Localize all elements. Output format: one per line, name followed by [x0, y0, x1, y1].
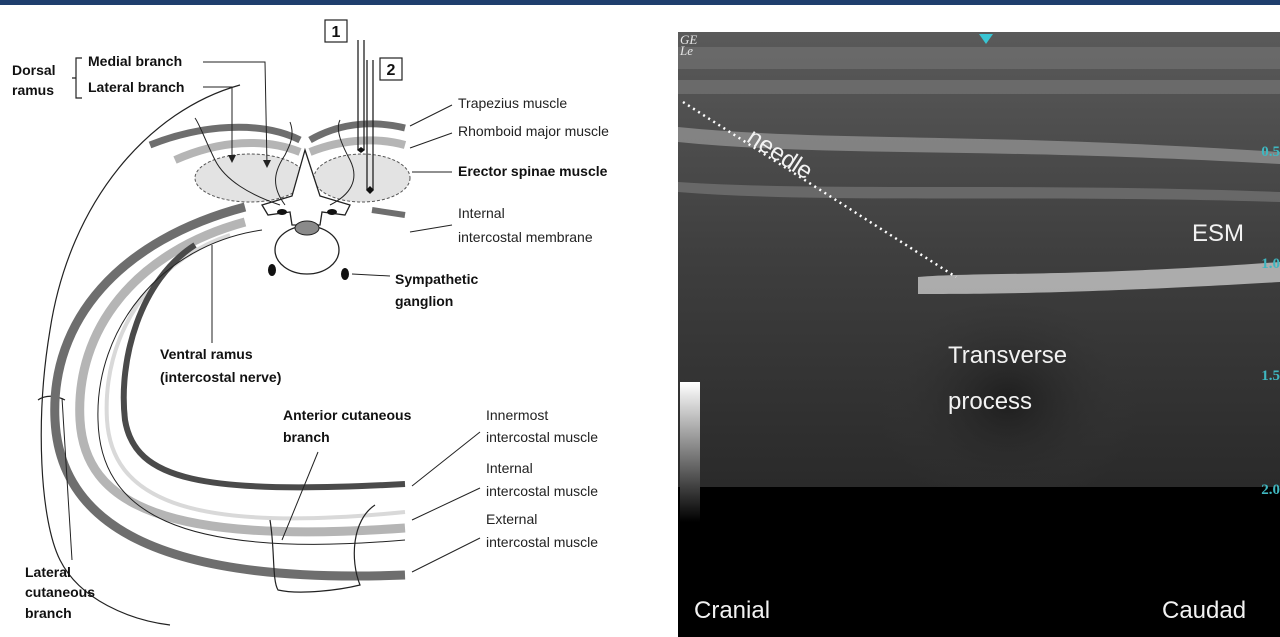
- nerve-root-right: [327, 209, 337, 215]
- sympathetic-leader: [352, 274, 390, 276]
- top-border-right: [655, 0, 1280, 5]
- innermost-intercostal-band: [124, 245, 405, 487]
- anterior-cutaneous-label-1: Anterior cutaneous: [283, 407, 412, 423]
- depth-mark-0-5: 0.5: [1261, 144, 1280, 161]
- sympathetic-ganglion-left: [268, 264, 276, 276]
- dorsal-ramus-label-2: ramus: [12, 82, 54, 98]
- trapezius-leader: [410, 105, 452, 126]
- depth-mark-1-0: 1.0: [1261, 256, 1280, 273]
- ultrasound-image: [678, 32, 1280, 637]
- cranial-label: Cranial: [694, 599, 770, 623]
- gray-scale-bar: [680, 382, 700, 522]
- transverse-process-label-2: process: [948, 390, 1032, 414]
- erector-spinae-right: [314, 154, 410, 202]
- innermost-label-2: intercostal muscle: [486, 429, 598, 445]
- dorsal-ramus-bracket: [72, 58, 82, 98]
- lateral-cutaneous-label-2: cutaneous: [25, 584, 95, 600]
- innermost-label-1: Innermost: [486, 407, 548, 423]
- anterior-cutaneous-leader: [282, 452, 318, 540]
- depth-mark-2-0: 2.0: [1261, 482, 1280, 499]
- internal-membrane-label-1: Internal: [458, 205, 505, 221]
- internal-membrane-label-2: intercostal membrane: [458, 229, 593, 245]
- internal-muscle-label-2: intercostal muscle: [486, 483, 598, 499]
- ventral-ramus-label-1: Ventral ramus: [160, 346, 253, 362]
- needle-2-label: 2: [387, 62, 396, 79]
- dorsal-ramus-label-1: Dorsal: [12, 62, 56, 78]
- sympathetic-label-1: Sympathetic: [395, 271, 478, 287]
- lateral-cutaneous-label-1: Lateral: [25, 564, 71, 580]
- sympathetic-ganglion-right: [341, 268, 349, 280]
- external-label-2: intercostal muscle: [486, 534, 598, 550]
- anterior-cutaneous-label-2: branch: [283, 429, 330, 445]
- ge-logo-line2: Le: [680, 43, 693, 58]
- internal-muscle-leader: [412, 488, 480, 520]
- external-leader: [412, 538, 480, 572]
- transverse-process-label-1: Transverse: [948, 344, 1067, 368]
- lateral-branch-label: Lateral branch: [88, 79, 184, 95]
- ventral-ramus-label-2: (intercostal nerve): [160, 369, 281, 385]
- rhomboid-leader: [410, 133, 452, 148]
- trapezius-label: Trapezius muscle: [458, 95, 567, 111]
- needle-1-label: 1: [332, 24, 341, 41]
- superficial-layer-2: [678, 80, 1280, 94]
- internal-membrane-leader: [410, 225, 452, 232]
- membrane-segment-right: [372, 210, 405, 215]
- intercostal-anatomy-diagram: 1 2 Dorsal ramus Medial branch Lateral b…: [0, 0, 660, 637]
- erector-spinae-left: [195, 154, 305, 202]
- medial-branch-label: Medial branch: [88, 53, 182, 69]
- lateral-cutaneous-label-3: branch: [25, 605, 72, 621]
- esm-label: ESM: [1192, 222, 1244, 246]
- innermost-leader: [412, 432, 480, 486]
- nerve-root-left: [277, 209, 287, 215]
- erector-spinae-label: Erector spinae muscle: [458, 163, 608, 179]
- internal-muscle-label-1: Internal: [486, 460, 533, 476]
- superficial-layer-1: [678, 47, 1280, 69]
- external-label-1: External: [486, 511, 537, 527]
- rhomboid-label: Rhomboid major muscle: [458, 123, 609, 139]
- caudad-label: Caudad: [1162, 599, 1246, 623]
- spinal-cord: [295, 221, 319, 235]
- depth-mark-1-5: 1.5: [1261, 368, 1280, 385]
- sympathetic-label-2: ganglion: [395, 293, 453, 309]
